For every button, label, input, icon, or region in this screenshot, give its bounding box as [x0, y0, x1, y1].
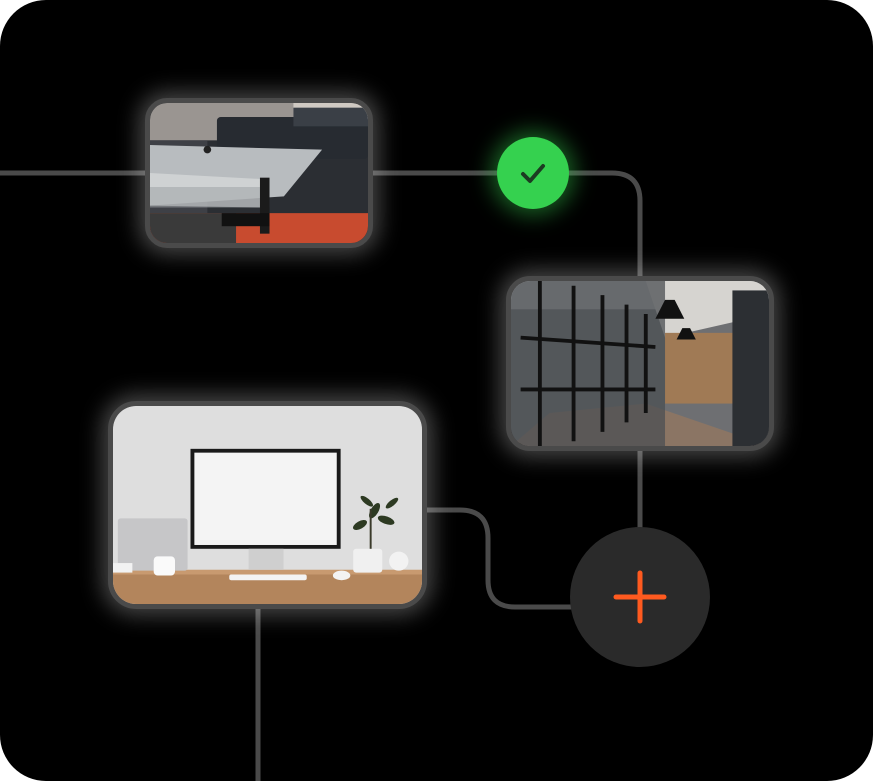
glass-corridor-photo-node[interactable]: [506, 276, 774, 451]
desk-workspace-photo: [113, 406, 422, 604]
connector-desk-to-plus: [419, 507, 575, 610]
glass-corridor-photo: [511, 281, 769, 446]
connector-check-to-corridor: [563, 170, 643, 283]
status-check: [497, 137, 569, 209]
check-icon: [521, 164, 545, 183]
ping-pong-photo: [150, 103, 368, 243]
add-step-button[interactable]: [570, 527, 710, 667]
plus-icon: [613, 570, 667, 624]
ping-pong-photo-node[interactable]: [145, 98, 373, 248]
desk-workspace-photo-node[interactable]: [108, 401, 427, 609]
